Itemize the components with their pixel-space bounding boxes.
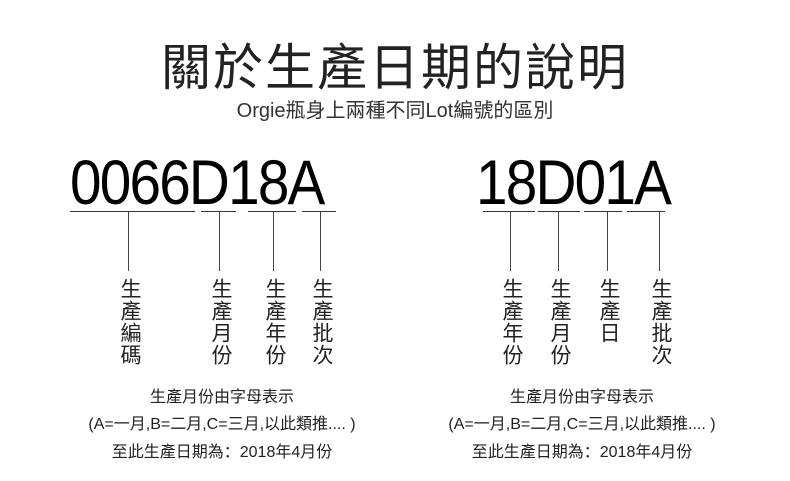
connector-line: [558, 211, 559, 271]
label-month: 生產月份: [209, 278, 232, 366]
caption-right-1: 生產月份由字母表示: [509, 389, 654, 406]
connector-line: [659, 211, 660, 271]
lot-code-left: 0066D18A: [70, 148, 325, 218]
connector-line: [128, 211, 129, 271]
underline-serial: [70, 211, 195, 212]
label-batch: 生產批次: [649, 278, 672, 366]
underline-year: [483, 211, 535, 212]
underline-month: [201, 211, 236, 212]
connector-line: [273, 211, 274, 271]
connector-line: [510, 211, 511, 271]
page-title: 關於生產日期的說明: [161, 40, 629, 96]
connector-line: [607, 211, 608, 271]
label-year: 生產年份: [500, 278, 523, 366]
label-batch: 生產批次: [310, 278, 333, 366]
caption-left-1: 生產月份由字母表示: [149, 389, 294, 406]
underline-batch: [302, 211, 336, 212]
connector-line: [219, 211, 220, 271]
page-subtitle: Orgie瓶身上兩種不同Lot編號的區別: [236, 100, 554, 122]
caption-right-2: (A=一月,B=二月,C=三月,以此類推.... ): [448, 416, 716, 433]
underline-batch: [627, 211, 665, 212]
connector-line: [320, 211, 321, 271]
label-serial: 生產編碼: [118, 278, 141, 366]
underline-month: [538, 211, 580, 212]
label-month: 生產月份: [548, 278, 571, 366]
label-year: 生產年份: [263, 278, 286, 366]
underline-year: [248, 211, 296, 212]
lot-code-right: 18D01A: [476, 148, 672, 218]
label-day: 生產日: [597, 278, 620, 344]
caption-left-2: (A=一月,B=二月,C=三月,以此類推.... ): [88, 416, 356, 433]
underline-day: [584, 211, 622, 212]
caption-left-3: 至此生產日期為：2018年4月份: [111, 444, 333, 461]
caption-right-3: 至此生產日期為：2018年4月份: [471, 444, 693, 461]
